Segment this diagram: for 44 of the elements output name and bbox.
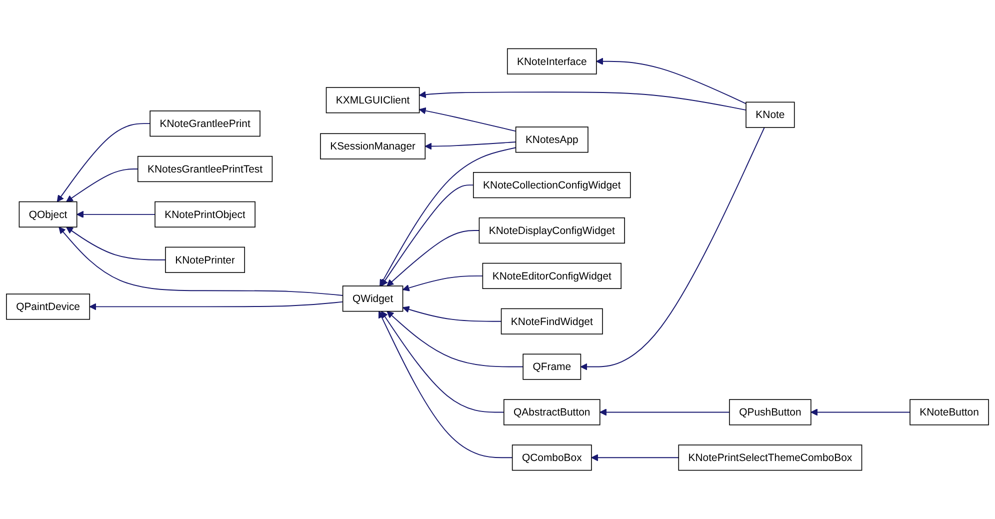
node-box: QWidget	[342, 286, 404, 312]
node-box: KNoteInterface	[506, 48, 597, 74]
arrow	[380, 147, 516, 286]
node-box: QAbstractButton	[504, 399, 600, 426]
arrow	[378, 310, 513, 458]
node-box: QPushButton	[729, 399, 812, 426]
node-box: KNoteFindWidget	[500, 308, 603, 334]
arrow	[76, 210, 156, 218]
arrow	[66, 226, 166, 260]
node-box: QFrame	[522, 354, 582, 380]
node-box: KNotesApp	[515, 126, 588, 153]
arrow	[386, 230, 480, 286]
node-box: QPaintDevice	[6, 294, 90, 320]
node-box: KNotePrintSelectThemeComboBox	[678, 444, 862, 471]
arrow	[600, 408, 730, 416]
arrow	[89, 301, 344, 310]
node-box: KNotePrintObject	[154, 201, 256, 228]
node-box: KNotesGrantleePrintTest	[137, 156, 273, 182]
arrow	[419, 91, 746, 111]
node-box: KNoteDisplayConfigWidget	[478, 217, 625, 244]
node-box: KNote	[746, 102, 795, 128]
arrow	[381, 184, 474, 286]
arrow	[596, 58, 746, 104]
node-box: QObject	[18, 201, 78, 228]
arrow	[58, 226, 344, 296]
arrow	[810, 408, 910, 416]
arrow	[386, 310, 524, 368]
arrow	[56, 123, 151, 202]
arrow	[419, 107, 516, 132]
node-box: KNoteButton	[910, 399, 989, 426]
node-box: KSessionManager	[320, 133, 426, 160]
node-box: KNotePrinter	[165, 246, 246, 273]
node-box: KNoteGrantleePrint	[150, 110, 260, 137]
node-box: KNoteEditorConfigWidget	[482, 262, 622, 289]
arrow	[402, 306, 502, 322]
arrow	[580, 127, 765, 370]
node-box: KXMLGUIClient	[326, 87, 420, 114]
node-box: QComboBox	[512, 444, 592, 471]
arrow	[424, 142, 516, 150]
arrow	[402, 275, 484, 292]
node-box: KNoteCollectionConfigWidget	[473, 172, 631, 198]
arrow	[66, 168, 138, 202]
arrow	[591, 454, 680, 462]
arrow	[381, 310, 504, 413]
